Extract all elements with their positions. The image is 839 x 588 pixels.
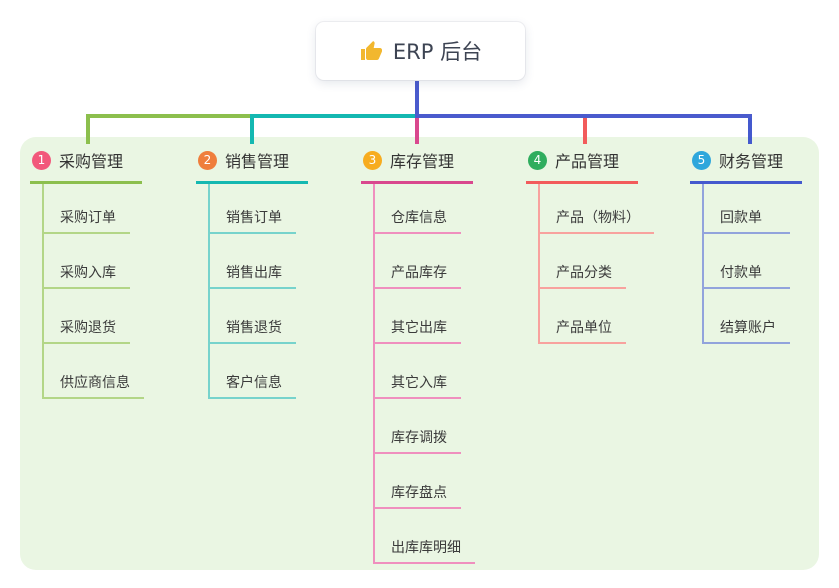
branch-purchase: 1 采购管理 采购订单采购入库采购退货供应商信息: [30, 148, 144, 399]
child-node[interactable]: 采购入库: [44, 234, 130, 289]
child-node[interactable]: 产品库存: [375, 234, 461, 289]
branch-number-badge: 5: [692, 150, 711, 170]
child-node[interactable]: 付款单: [704, 234, 790, 289]
branch-label: 产品管理: [555, 152, 620, 171]
child-node[interactable]: 其它入库: [375, 344, 461, 399]
branch-inventory: 3 库存管理 仓库信息产品库存其它出库其它入库库存调拨库存盘点出库库明细: [361, 148, 475, 564]
root-title: ERP 后台: [392, 40, 483, 64]
child-node[interactable]: 结算账户: [704, 289, 790, 344]
child-node[interactable]: 客户信息: [210, 344, 296, 399]
child-node[interactable]: 采购订单: [44, 184, 130, 234]
branch-label: 销售管理: [225, 152, 290, 171]
branch-children: 采购订单采购入库采购退货供应商信息: [42, 184, 144, 399]
branch-children: 产品（物料）产品分类产品单位: [538, 184, 654, 344]
root-node[interactable]: ERP 后台: [316, 22, 525, 80]
branch-sales: 2 销售管理 销售订单销售出库销售退货客户信息: [196, 148, 308, 399]
branch-children: 销售订单销售出库销售退货客户信息: [208, 184, 296, 399]
child-node[interactable]: 出库库明细: [375, 509, 475, 564]
branch-node[interactable]: 5 财务管理: [690, 148, 802, 184]
child-node[interactable]: 回款单: [704, 184, 790, 234]
branch-drop-line-5: [748, 118, 752, 144]
branch-number-badge: 3: [363, 150, 382, 170]
branch-node[interactable]: 1 采购管理: [30, 148, 142, 184]
branch-label: 采购管理: [59, 152, 124, 171]
branch-product: 4 产品管理 产品（物料）产品分类产品单位: [526, 148, 654, 344]
child-node[interactable]: 仓库信息: [375, 184, 461, 234]
branch-drop-line-4: [583, 118, 587, 144]
branch-node[interactable]: 3 库存管理: [361, 148, 473, 184]
branch-drop-line-2: [250, 118, 254, 144]
child-node[interactable]: 产品（物料）: [540, 184, 654, 234]
bus-segment-teal: [250, 114, 419, 118]
root-connector-line: [415, 80, 419, 118]
child-node[interactable]: 销售退货: [210, 289, 296, 344]
thumbs-up-icon: [359, 39, 383, 63]
child-node[interactable]: 供应商信息: [44, 344, 144, 399]
child-node[interactable]: 库存调拨: [375, 399, 461, 454]
branch-finance: 5 财务管理 回款单付款单结算账户: [690, 148, 802, 344]
branch-label: 库存管理: [390, 152, 455, 171]
branch-drop-line-1: [86, 118, 90, 144]
child-node[interactable]: 产品单位: [540, 289, 626, 344]
branch-drop-line-3: [415, 118, 419, 144]
branch-number-badge: 1: [32, 150, 51, 170]
child-node[interactable]: 产品分类: [540, 234, 626, 289]
child-node[interactable]: 库存盘点: [375, 454, 461, 509]
bus-segment-blue: [415, 114, 752, 118]
branch-number-badge: 4: [528, 150, 547, 170]
child-node[interactable]: 采购退货: [44, 289, 130, 344]
child-node[interactable]: 销售订单: [210, 184, 296, 234]
branch-number-badge: 2: [198, 150, 217, 170]
child-node[interactable]: 其它出库: [375, 289, 461, 344]
branch-children: 回款单付款单结算账户: [702, 184, 790, 344]
branch-children: 仓库信息产品库存其它出库其它入库库存调拨库存盘点出库库明细: [373, 184, 475, 564]
branch-label: 财务管理: [719, 152, 784, 171]
bus-segment-green: [86, 114, 254, 118]
branch-node[interactable]: 4 产品管理: [526, 148, 638, 184]
child-node[interactable]: 销售出库: [210, 234, 296, 289]
branches-background-panel: [20, 137, 819, 570]
branch-node[interactable]: 2 销售管理: [196, 148, 308, 184]
